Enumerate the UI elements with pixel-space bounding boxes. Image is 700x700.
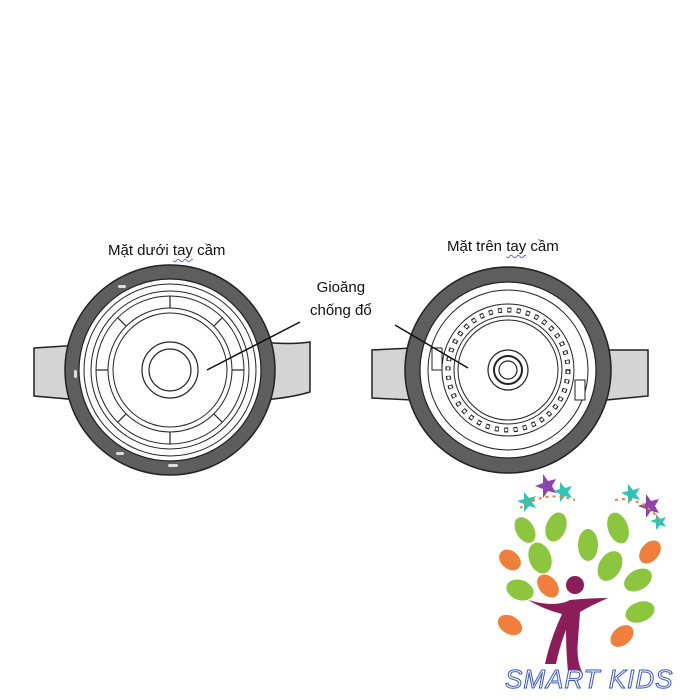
leader-line-right — [394, 324, 469, 369]
lid-top-view — [371, 266, 649, 474]
caption-bottom-side: Mặt dưới tay cầm — [108, 242, 226, 259]
person-figure — [528, 576, 608, 672]
caption-top-side: Mặt trên tay cầm — [447, 238, 559, 255]
stars — [517, 482, 666, 530]
leaves — [497, 512, 661, 647]
brand-text: SMART KIDS — [504, 664, 674, 695]
gasket-dots — [445, 307, 571, 433]
leader-line-left — [206, 321, 301, 371]
smart-kids-logo — [497, 474, 666, 672]
lid-bottom-view — [33, 264, 311, 476]
handle-right-band-right — [605, 349, 649, 401]
